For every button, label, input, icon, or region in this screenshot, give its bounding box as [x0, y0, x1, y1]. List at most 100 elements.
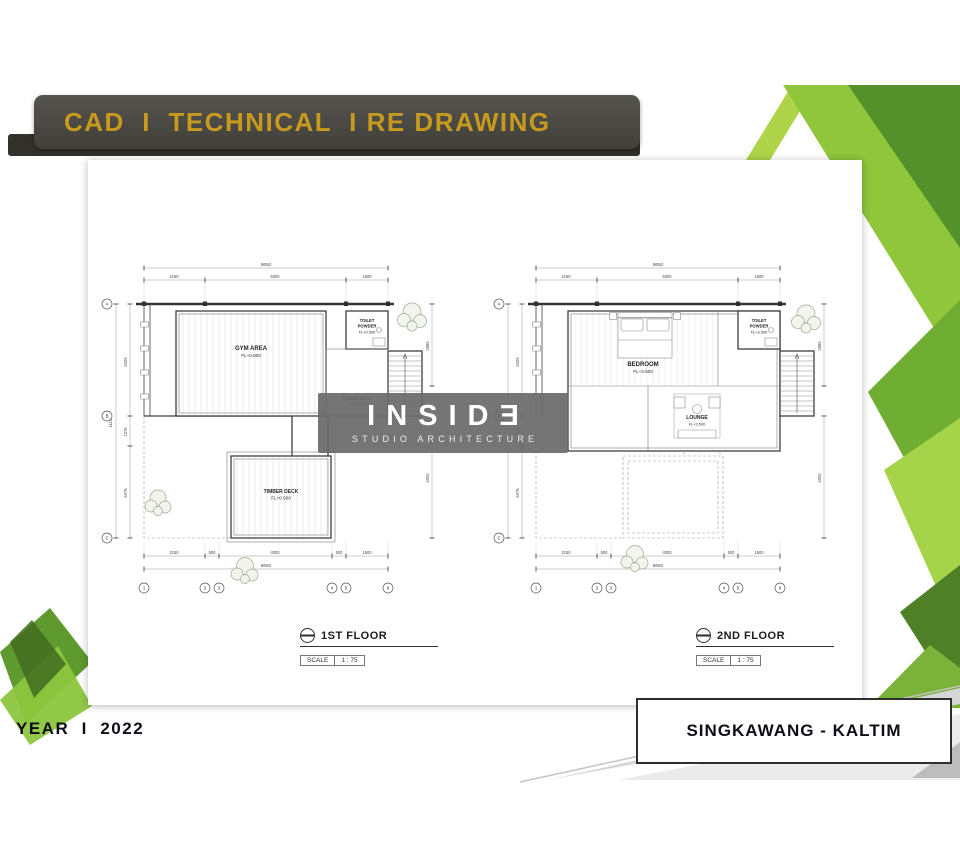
studio-subtitle: STUDIO ARCHITECTURE — [351, 434, 539, 444]
scale-box: SCALE 1 : 75 — [300, 655, 365, 666]
dim-label: 2150 — [561, 274, 571, 279]
room-label: POWDER — [750, 324, 769, 329]
dim-label: 4000 — [425, 473, 430, 483]
grid-label: C — [497, 536, 500, 541]
plan-name: 2ND FLOOR — [717, 629, 786, 642]
grid-bubbles-bottom: 1 2 3 4 5 6 — [138, 582, 394, 594]
grid-label: 1 — [535, 586, 538, 591]
dim-label: 4000 — [662, 550, 672, 555]
grid-label: C — [105, 536, 108, 541]
dim-label: 4000 — [817, 473, 822, 483]
room-level: FL+3.500 — [751, 330, 768, 335]
floor-plan-1st: 8650 2150 5000 1500 11150 5000 1075 507 — [101, 262, 435, 594]
grid-label: 2 — [596, 586, 599, 591]
room-label: POWDER — [358, 324, 377, 329]
scale-value: 1 : 75 — [737, 657, 754, 664]
location-box: SINGKAWANG - KALTIM — [636, 698, 952, 764]
room-label: BEDROOM — [627, 362, 658, 368]
trees — [620, 304, 821, 572]
left-dimensions: 11150 5000 1075 5075 — [108, 303, 133, 539]
scale-label: SCALE — [697, 656, 732, 665]
grid-label: 6 — [779, 586, 782, 591]
dim-label: 2150 — [561, 550, 571, 555]
plan-title-2nd: 2ND FLOOR SCALE 1 : 75 — [696, 628, 846, 667]
lounge-furniture — [673, 393, 721, 439]
green-accent-shape — [848, 85, 960, 248]
room-level: FL+0.500 — [359, 330, 376, 335]
location-label: SINGKAWANG - KALTIM — [686, 721, 902, 740]
grid-label: 6 — [387, 586, 390, 591]
trees — [144, 302, 427, 584]
grid-label: B — [106, 414, 109, 419]
floor-plan-2nd: 8650 2150 5000 1500 11150 5000 1075 507 — [493, 262, 827, 594]
scale-value: 1 : 75 — [341, 657, 358, 664]
year-label: YEAR I 2022 — [16, 719, 145, 738]
grid-bubbles-left: A B C — [101, 298, 113, 544]
studio-watermark: INSIDƎ STUDIO ARCHITECTURE — [318, 393, 568, 453]
grid-label: A — [498, 302, 501, 307]
dim-label: 500 — [601, 550, 609, 555]
room-level: FL+0.500 — [241, 353, 261, 358]
green-accent-shape — [10, 620, 66, 698]
room-labels: BEDROOM FL+3.500 TOILET POWDER FL+3.500 … — [627, 318, 768, 427]
room-label: GYM AREA — [235, 346, 268, 352]
plan-marker-icon — [696, 628, 711, 643]
grid-label: 2 — [204, 586, 207, 591]
room-level: FL+0.500 — [271, 496, 291, 501]
dim-label: 4000 — [270, 550, 280, 555]
grid-label: 5 — [345, 586, 348, 591]
dim-label: 8650 — [261, 563, 272, 568]
dim-label: 8650 — [653, 262, 664, 267]
room-label: TIMBER DECK — [264, 489, 299, 495]
bottom-dimensions: 2150 500 4000 500 1500 8650 — [535, 542, 781, 572]
dim-label: 5075 — [123, 488, 128, 498]
right-dimensions: 2880 4000 — [817, 303, 827, 539]
page-title: CAD I TECHNICAL I RE DRAWING — [64, 106, 551, 137]
grid-label: 3 — [610, 586, 613, 591]
room-label: TOILET — [360, 318, 375, 323]
dim-label: 500 — [728, 550, 736, 555]
scale-box: SCALE 1 : 75 — [696, 655, 761, 666]
dim-label: 1075 — [123, 427, 128, 437]
room-level: FL+3.500 — [633, 369, 653, 374]
dim-label: 500 — [209, 550, 217, 555]
plan-title-1st: 1ST FLOOR SCALE 1 : 75 — [300, 628, 450, 667]
dim-label: 2880 — [425, 341, 430, 351]
plan-name: 1ST FLOOR — [321, 629, 388, 642]
dim-label: 1500 — [362, 550, 372, 555]
grid-label: 1 — [143, 586, 146, 591]
dim-label: 8650 — [261, 262, 272, 267]
dim-label: 1500 — [754, 274, 764, 279]
top-dimensions: 8650 2150 5000 1500 — [143, 262, 389, 301]
bottom-dimensions: 2150 500 4000 500 1500 8650 — [143, 542, 389, 572]
grid-label: 4 — [723, 586, 726, 591]
grid-label: 5 — [737, 586, 740, 591]
dim-label: 5000 — [515, 357, 520, 367]
header-bar: CAD I TECHNICAL I RE DRAWING — [34, 95, 640, 149]
dim-label: 11150 — [108, 416, 113, 427]
dim-label: 5000 — [270, 274, 280, 279]
bed-furniture — [609, 312, 681, 359]
title-rule — [300, 646, 438, 647]
green-accent-shape — [868, 645, 960, 708]
walls — [136, 301, 423, 543]
dim-label: 2150 — [169, 550, 179, 555]
studio-logo-text: INSIDƎ — [367, 400, 530, 432]
dim-label: 1500 — [362, 274, 372, 279]
green-accent-shape — [0, 646, 92, 745]
plan-marker-icon — [300, 628, 315, 643]
dim-label: 1500 — [754, 550, 764, 555]
dim-label: 5000 — [662, 274, 672, 279]
drawing-sheet: 8650 2150 5000 1500 11150 5000 1075 507 — [88, 160, 862, 705]
dim-label: 2880 — [817, 341, 822, 351]
grid-label: A — [106, 302, 109, 307]
title-rule — [696, 646, 834, 647]
grid-label: 3 — [218, 586, 221, 591]
walls — [528, 301, 815, 539]
room-label: TOILET — [752, 318, 767, 323]
room-level: FL+3.500 — [689, 422, 706, 427]
dim-label: 5000 — [123, 357, 128, 367]
dim-label: 2150 — [169, 274, 179, 279]
dim-label: 500 — [336, 550, 344, 555]
dim-label: 5075 — [515, 488, 520, 498]
